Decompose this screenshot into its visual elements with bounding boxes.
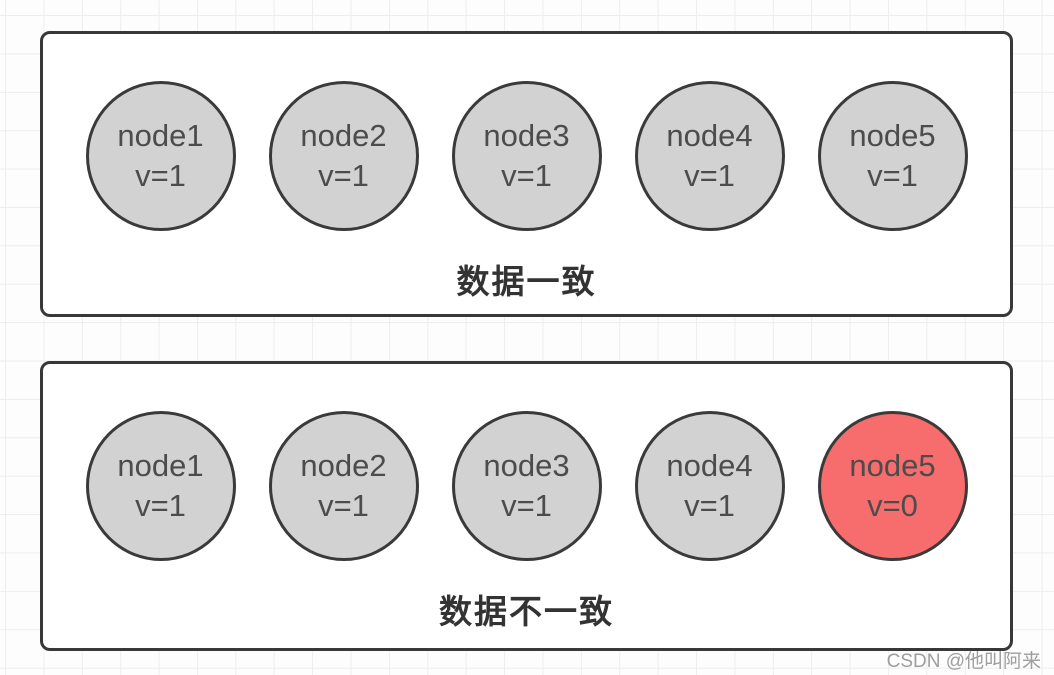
node-circle: node3 v=1 xyxy=(451,81,602,231)
node-name: node3 xyxy=(483,448,570,483)
node-name: node2 xyxy=(300,448,387,483)
node-value: v=1 xyxy=(501,488,552,523)
node-value: v=1 xyxy=(684,158,735,193)
node-circle: node1 v=1 xyxy=(85,81,236,231)
node-name: node4 xyxy=(666,118,753,153)
node-value: v=1 xyxy=(135,488,186,523)
node-name: node2 xyxy=(300,118,387,153)
node-value: v=1 xyxy=(318,158,369,193)
node-circle: node5 v=1 xyxy=(817,81,968,231)
node-value: v=1 xyxy=(318,488,369,523)
inconsistent-group-box: node1 v=1 node2 v=1 node3 v=1 node4 v=1 … xyxy=(40,361,1013,651)
node-circle: node3 v=1 xyxy=(451,411,602,561)
node-name: node4 xyxy=(666,448,753,483)
node-name: node1 xyxy=(117,448,204,483)
node-row-inconsistent: node1 v=1 node2 v=1 node3 v=1 node4 v=1 … xyxy=(85,411,968,561)
consistent-group-box: node1 v=1 node2 v=1 node3 v=1 node4 v=1 … xyxy=(40,31,1013,317)
group-label-consistent: 数据一致 xyxy=(456,263,597,300)
node-circle-inconsistent: node5 v=0 xyxy=(817,411,968,561)
node-circle: node4 v=1 xyxy=(634,411,785,561)
node-name: node5 xyxy=(849,118,936,153)
csdn-watermark: CSDN @他叫阿来 xyxy=(886,651,1041,672)
node-circle: node1 v=1 xyxy=(85,411,236,561)
node-name: node3 xyxy=(483,118,570,153)
node-value: v=1 xyxy=(684,488,735,523)
node-value: v=0 xyxy=(867,488,918,523)
node-name: node5 xyxy=(849,448,936,483)
node-value: v=1 xyxy=(135,158,186,193)
node-name: node1 xyxy=(117,118,204,153)
group-label-inconsistent: 数据不一致 xyxy=(439,593,614,630)
node-circle: node4 v=1 xyxy=(634,81,785,231)
node-circle: node2 v=1 xyxy=(268,81,419,231)
node-row-consistent: node1 v=1 node2 v=1 node3 v=1 node4 v=1 … xyxy=(85,81,968,231)
node-circle: node2 v=1 xyxy=(268,411,419,561)
node-value: v=1 xyxy=(501,158,552,193)
node-value: v=1 xyxy=(867,158,918,193)
